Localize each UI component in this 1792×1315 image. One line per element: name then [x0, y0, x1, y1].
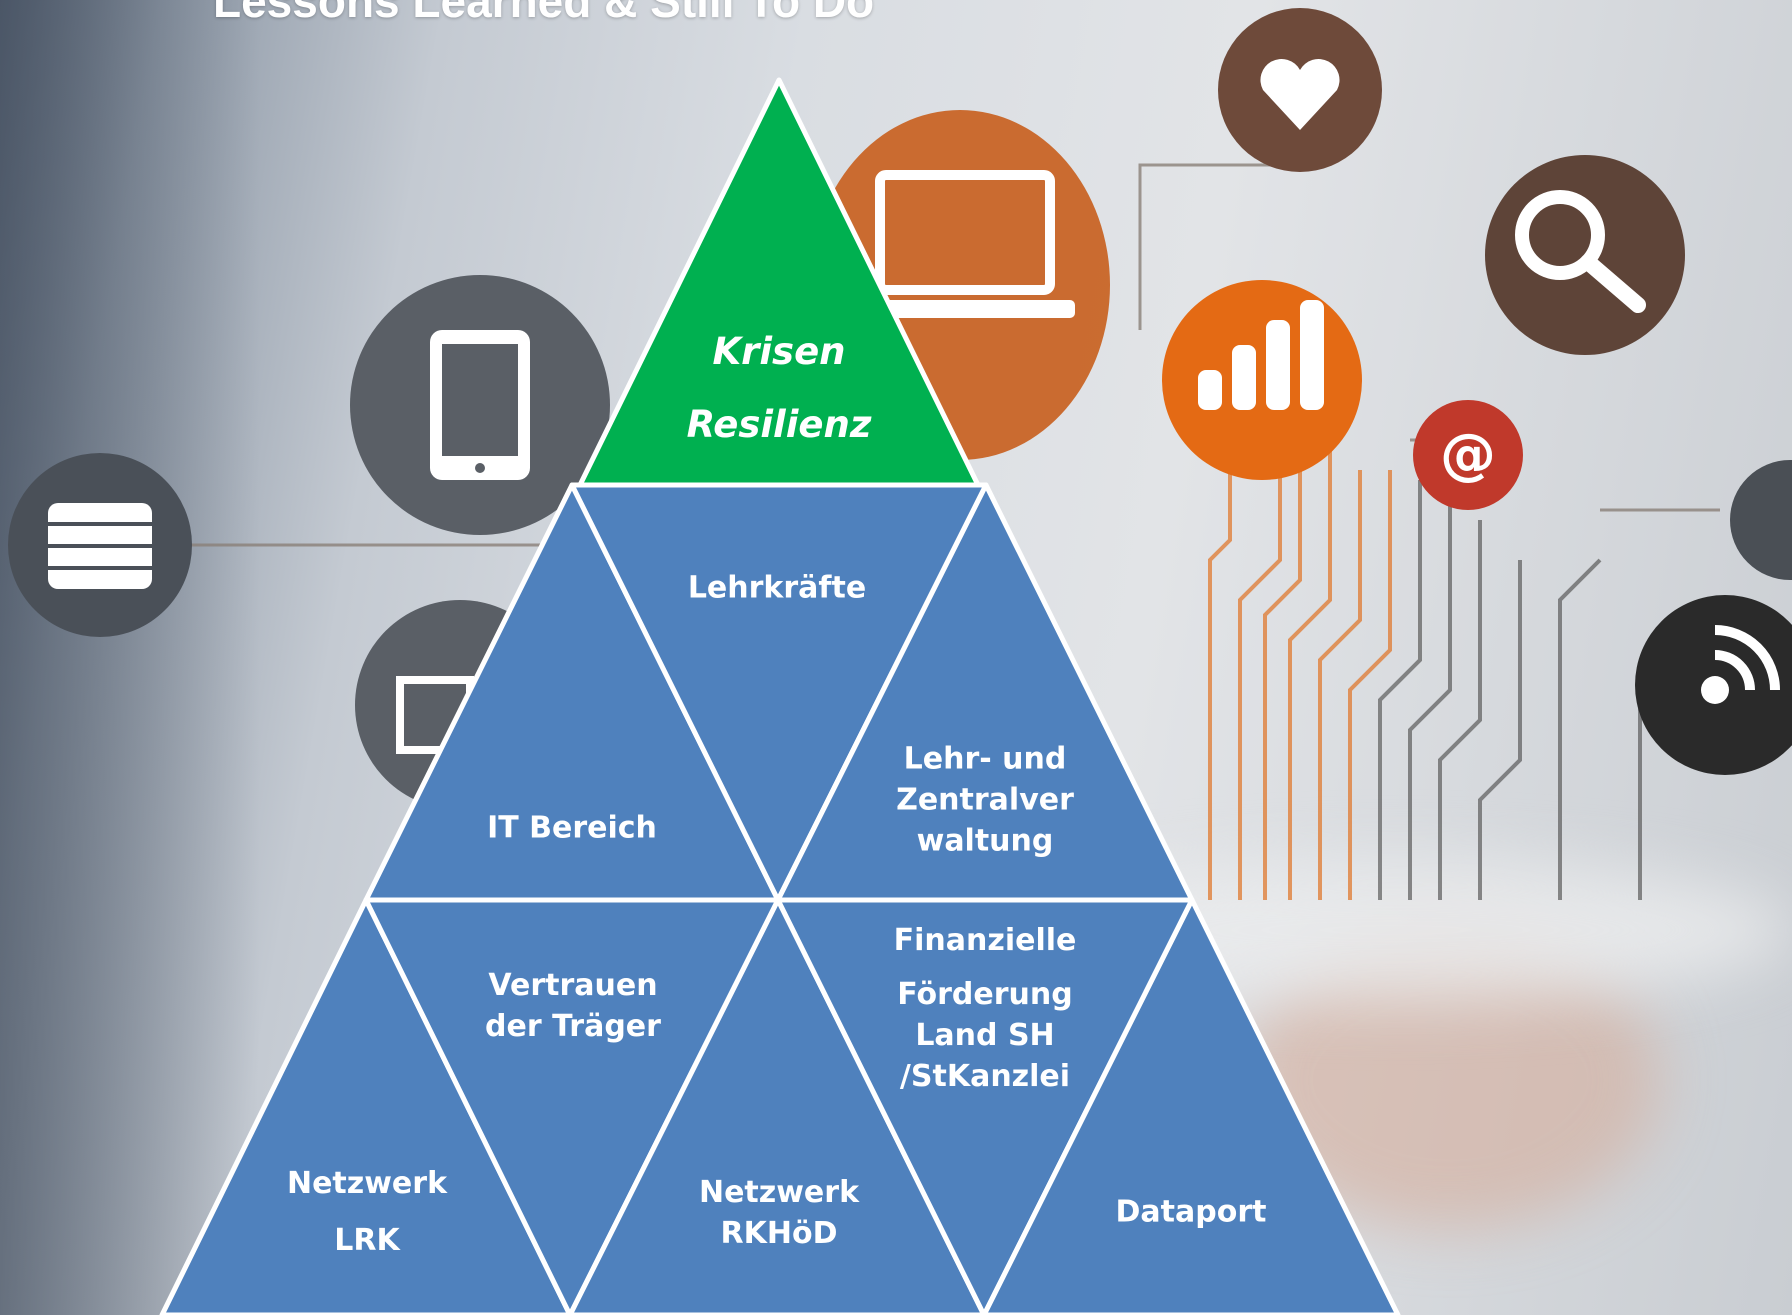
- label-line: Zentralver: [896, 782, 1074, 818]
- svg-text:@: @: [1440, 422, 1496, 487]
- database-icon: [8, 453, 192, 637]
- slide-title: Lessons Learned & Still To Do: [213, 0, 875, 27]
- label-line: Finanzielle: [893, 923, 1077, 958]
- label-line: Krisen: [712, 330, 846, 373]
- label-krisen-resilienz: Krisen Resilienz: [687, 315, 872, 461]
- bar-chart-icon: [1162, 280, 1362, 480]
- label-line: Lehrkräfte: [687, 570, 867, 606]
- label-line: Land SH: [915, 1018, 1055, 1053]
- heart-icon: [1218, 8, 1382, 172]
- label-line: Förderung: [897, 977, 1073, 1012]
- label-line: Vertrauen: [488, 968, 658, 1003]
- label-netzwerk-rkhoed: Netzwerk RKHöD: [699, 1172, 859, 1254]
- at-sign-icon: @: [1413, 400, 1523, 510]
- tablet-icon: [350, 275, 610, 535]
- label-it-bereich: IT Bereich: [487, 808, 657, 849]
- label-netzwerk-lrk: Netzwerk LRK: [287, 1155, 447, 1269]
- label-lehrkraefte: Lehrkräfte: [688, 568, 866, 609]
- label-line: /StKanzlei: [899, 1059, 1071, 1094]
- tier-dataport: [981, 897, 1401, 1315]
- label-line: Dataport: [1115, 1194, 1267, 1230]
- label-line: der Träger: [485, 1009, 661, 1044]
- label-line: Lehr- und: [903, 741, 1067, 777]
- label-lehr-und-zentralverwaltung: Lehr- und Zentralver waltung: [896, 739, 1074, 862]
- wifi-icon: [1635, 595, 1792, 775]
- label-line: IT Bereich: [487, 810, 657, 846]
- background-shade: [0, 0, 260, 1315]
- label-line: RKHöD: [720, 1216, 838, 1251]
- label-line: Resilienz: [686, 403, 872, 446]
- label-dataport: Dataport: [1116, 1192, 1267, 1233]
- label-finanzielle-foerderung: Finanzielle Förderung Land SH /StKanzlei: [894, 917, 1077, 1097]
- label-line: Netzwerk: [286, 1166, 448, 1201]
- magnifier-icon: [1485, 155, 1685, 355]
- label-line: waltung: [916, 823, 1054, 859]
- label-line: LRK: [334, 1223, 400, 1258]
- label-vertrauen-der-traeger: Vertrauen der Träger: [485, 965, 661, 1047]
- label-line: Netzwerk: [698, 1175, 860, 1210]
